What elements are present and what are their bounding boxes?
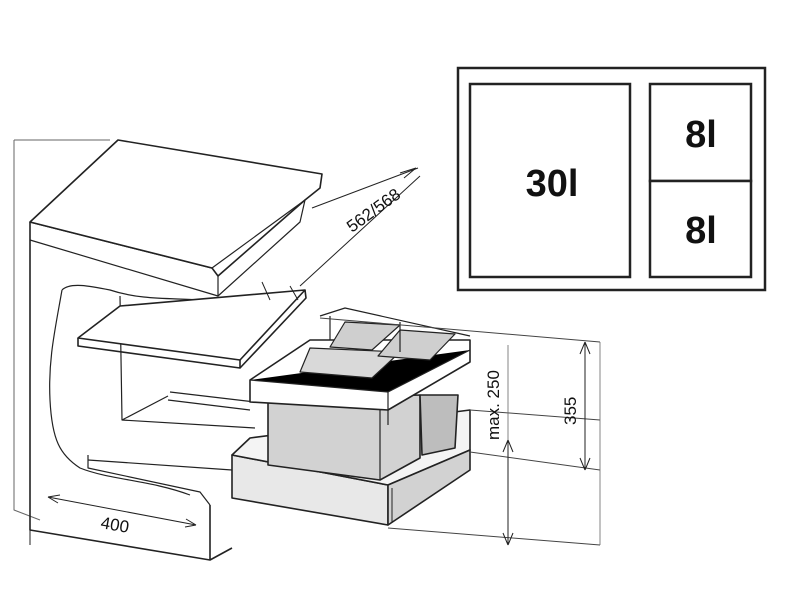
cabinet-cutaway [49,289,191,496]
compartment-small-top-label: 8l [685,114,717,156]
compartment-small-bottom [648,179,753,279]
cabinet-side-panel [29,222,233,561]
compartment-large-label: 30l [526,163,579,205]
compartment-layout: 30l 8l 8l [456,66,767,292]
pull-out-drawer [231,307,471,526]
max-height-dimension-label: max. 250 [484,370,503,440]
cabinet-back-outline [13,140,41,521]
cabinet [13,139,323,561]
bin-small [419,394,459,456]
depth-dimension-line [299,167,421,287]
lid-tray [77,289,306,361]
worktop [29,139,323,277]
drawer-rail [167,391,256,411]
dimension-lines [29,167,601,560]
compartment-large [468,82,632,279]
width-dimension-label: 400 [99,513,130,537]
width-dimension-line [29,490,211,560]
cabinet-height-dimension-label: 355 [561,397,580,425]
compartment-small-bottom-label: 8l [685,210,717,252]
